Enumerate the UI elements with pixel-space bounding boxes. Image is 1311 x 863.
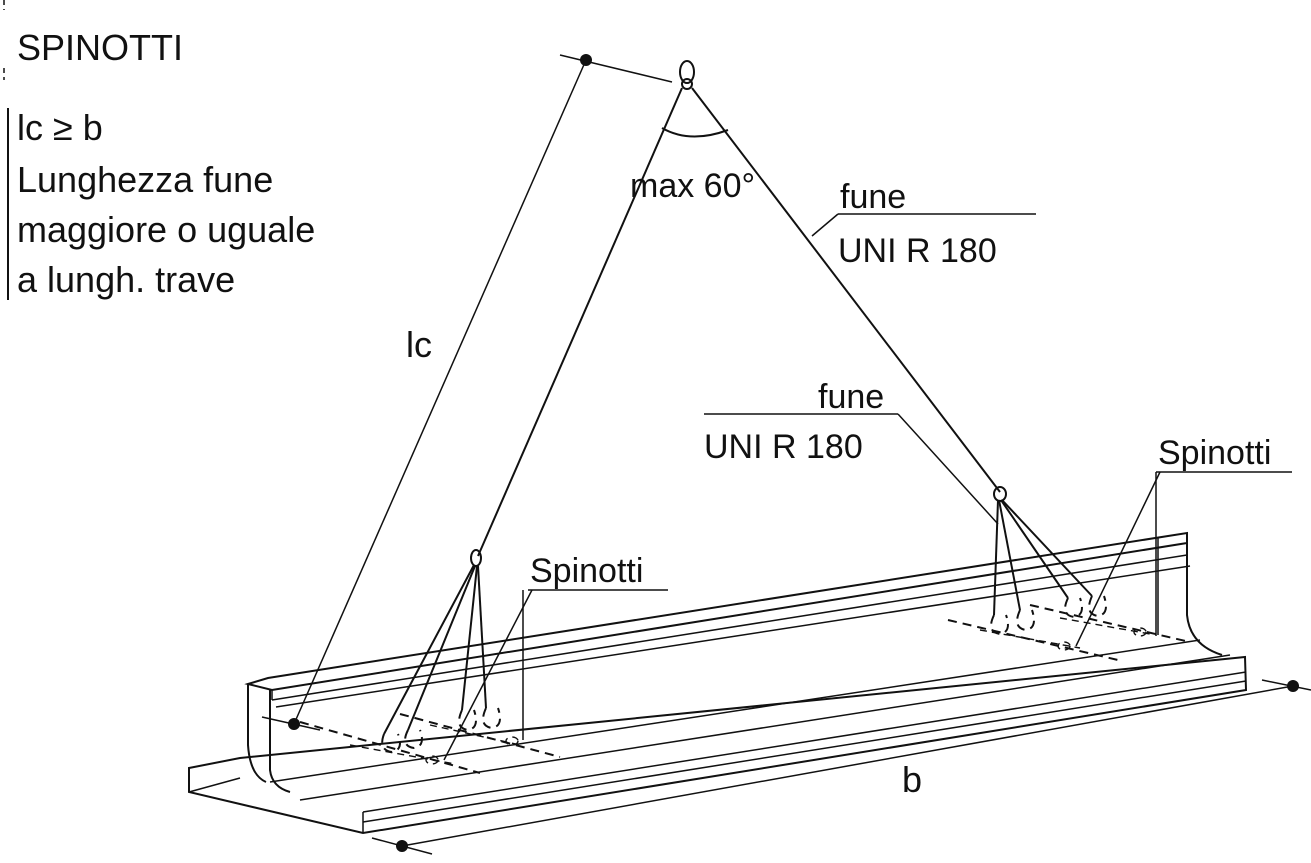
beam (188, 531, 1248, 835)
b-extension-right (1261, 679, 1311, 691)
beam-top-flange (244, 531, 1188, 692)
beam-base-flange (188, 655, 1248, 835)
ring-left-icon (470, 549, 482, 567)
left-sling-1 (383, 564, 475, 735)
beam-base-front-edge (362, 671, 1247, 813)
b-endpoint-left (396, 840, 408, 852)
b-label: b (902, 759, 922, 800)
ropes (470, 60, 1007, 567)
right-loop-1 (990, 614, 1009, 636)
pins-left-label: Spinotti (530, 552, 643, 590)
rope-upper-label-top: fune (840, 178, 906, 216)
beam-top-flange-bottom-edge (271, 554, 1188, 701)
condition-text: lc ≥ b (17, 107, 103, 148)
right-pin-body-2 (1059, 617, 1151, 635)
dimension-b (371, 679, 1311, 855)
rope-upper-label-bottom: UNI R 180 (838, 232, 997, 270)
left-sling-3 (461, 565, 478, 711)
b-dimension-line (401, 685, 1294, 847)
rope-lower-label-top: fune (818, 378, 884, 416)
rope-upper-leader (811, 213, 839, 237)
header-block: SPINOTTI lc ≥ b Lunghezza fune maggiore … (3, 0, 315, 300)
beam-web-left-inner (269, 690, 291, 793)
right-pin-axis-2 (1029, 604, 1191, 643)
left-pin-body-2 (429, 724, 521, 746)
note-line-3: a lungh. trave (17, 259, 235, 300)
ring-right-icon (993, 486, 1007, 502)
right-pin-end-icon (1057, 641, 1071, 651)
right-pin-end-icon-2 (1133, 627, 1147, 637)
hook-ring-icon (681, 78, 693, 90)
right-pin-body-1 (979, 629, 1081, 649)
beam-base-edge-left (188, 777, 241, 793)
rope-right (691, 87, 1001, 493)
left-loop-2 (404, 729, 423, 750)
lc-extension-top (559, 54, 673, 83)
header-title: SPINOTTI (17, 27, 183, 68)
beam-base-front-edge-2 (362, 680, 1247, 823)
angle-label: max 60° (630, 167, 755, 205)
rope-lower-label-bottom: UNI R 180 (704, 428, 863, 466)
left-pin-axis-1 (299, 721, 481, 774)
beam-web-left (247, 684, 267, 783)
leaders (443, 213, 1292, 761)
left-pin-end-icon-2 (505, 736, 519, 746)
rope-left (477, 87, 683, 557)
left-slings (299, 564, 561, 774)
left-sling-2 (407, 565, 476, 731)
pins-right-leader-diagonal (1075, 471, 1161, 647)
lc-endpoint-bottom (288, 718, 300, 730)
note-line-1: Lunghezza fune (17, 159, 273, 200)
right-loop-3 (1064, 597, 1083, 619)
beam-web-top-line (275, 565, 1191, 708)
right-sling-1 (993, 499, 999, 616)
right-sling-3 (1000, 499, 1069, 599)
right-slings (947, 499, 1191, 661)
lc-dimension-line (293, 59, 587, 725)
left-pin-end-icon (425, 755, 439, 765)
dimension-lc (261, 54, 673, 731)
beam-fillet-line-1 (299, 654, 1231, 801)
note-line-2: maggiore o uguale (17, 209, 315, 250)
right-loop-2 (1016, 609, 1035, 632)
labels: lc max 60° fune UNI R 180 fune UNI R 180… (406, 167, 1271, 800)
hook-shackle-icon (679, 60, 695, 84)
lc-endpoint-top (580, 54, 592, 66)
angle-arc (661, 127, 729, 138)
b-endpoint-right (1287, 680, 1299, 692)
pins-left-leader-diagonal (443, 589, 533, 761)
right-sling-2 (998, 499, 1021, 611)
rope-lower-leader (897, 413, 999, 525)
pins-right-label: Spinotti (1158, 434, 1271, 472)
beam-web-right (1186, 533, 1223, 656)
left-loop-4 (482, 707, 501, 730)
left-sling-4 (477, 565, 487, 709)
lc-label: lc (406, 324, 432, 365)
right-sling-4 (1001, 499, 1093, 597)
